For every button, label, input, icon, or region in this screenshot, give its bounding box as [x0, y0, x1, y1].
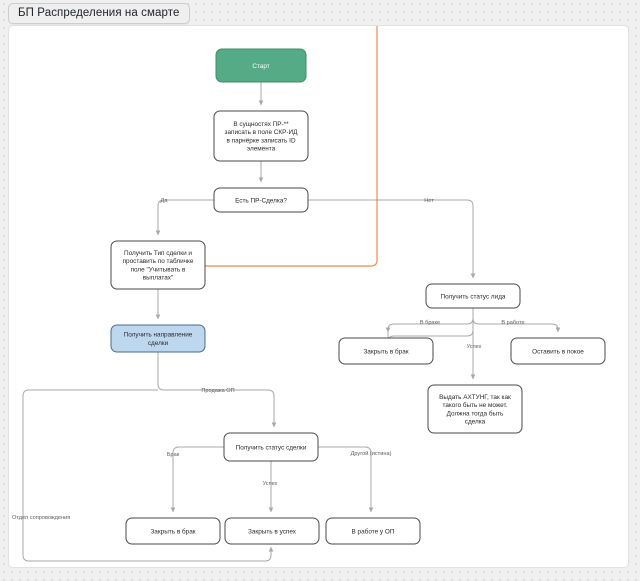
node-label: Закрыть в брак	[363, 347, 408, 355]
edge-get-type-loop-orange	[205, 26, 378, 267]
edge-deal-status-other	[318, 446, 374, 513]
node-bot_success[interactable]: Закрыть в успех	[224, 517, 320, 545]
edge-label-sale_op: Продажа ОП	[201, 388, 234, 394]
node-label: Закрыть в успех	[248, 528, 297, 535]
node-shape	[338, 337, 434, 365]
flowchart-svg: Старт В сущностях ПР-**записать в поле СК…	[12, 26, 606, 562]
edge-label-support: Отдел сопровождения	[12, 515, 70, 521]
node-label: Получить статус сделки	[236, 444, 307, 451]
edge-label-defect: Брак	[167, 452, 180, 458]
tab-bar: БП Распределения на смарте	[0, 0, 640, 24]
edge-label-success_up: Успех	[467, 344, 482, 350]
diagram-canvas[interactable]: Старт В сущностях ПР-**записать в поле СК…	[8, 25, 629, 568]
node-label: Получить статус лида	[440, 293, 505, 300]
edge-support-loop	[22, 389, 274, 562]
edge-get-dir-sale-op	[157, 352, 277, 428]
node-lead_status[interactable]: Получить статус лида	[425, 283, 521, 309]
nodes-layer: Старт В сущностях ПР-**записать в поле СК…	[110, 48, 606, 545]
node-label: В работе у ОП	[352, 527, 395, 535]
edge-label-yes: Да	[161, 198, 169, 204]
edge-label-no: Нет	[424, 198, 434, 204]
node-start[interactable]: Старт	[215, 48, 307, 83]
edge-label-other_true: Другой (истина)	[351, 450, 392, 457]
node-shape	[213, 187, 309, 213]
edge-has-deal-yes	[155, 199, 214, 236]
node-shape	[425, 283, 521, 309]
node-shape	[213, 110, 309, 162]
node-label: Закрыть в брак	[150, 527, 195, 535]
node-shape	[223, 432, 319, 462]
node-shape	[110, 240, 206, 290]
edge-label-success_lo: Успех	[263, 481, 278, 487]
node-deal_status[interactable]: Получить статус сделки	[223, 432, 319, 462]
node-shape	[510, 337, 606, 365]
node-label: Оставить в покое	[532, 348, 584, 355]
edge-label-in_defect: В браке	[420, 320, 440, 326]
diagram-title-tab[interactable]: БП Распределения на смарте	[8, 3, 190, 24]
node-label: Есть ПР-Сделка?	[235, 197, 287, 204]
node-shape	[224, 517, 320, 545]
node-shape	[110, 324, 206, 353]
node-label: Старт	[252, 63, 269, 70]
edge-has-deal-no	[308, 199, 476, 279]
edge-label-in_work: В работе	[501, 320, 524, 326]
edges-layer	[22, 26, 561, 562]
node-shape	[125, 517, 221, 545]
node-shape	[215, 48, 307, 83]
node-shape	[427, 384, 523, 434]
node-leave_alone[interactable]: Оставить в покое	[510, 337, 606, 365]
node-close_defect[interactable]: Закрыть в брак	[338, 337, 434, 365]
node-shape	[325, 517, 421, 545]
node-has_deal[interactable]: Есть ПР-Сделка?	[213, 187, 309, 213]
node-bot_defect[interactable]: Закрыть в брак	[125, 517, 221, 545]
edge-deal-status-defect	[170, 446, 224, 513]
node-bot_work_op[interactable]: В работе у ОП	[325, 517, 421, 545]
